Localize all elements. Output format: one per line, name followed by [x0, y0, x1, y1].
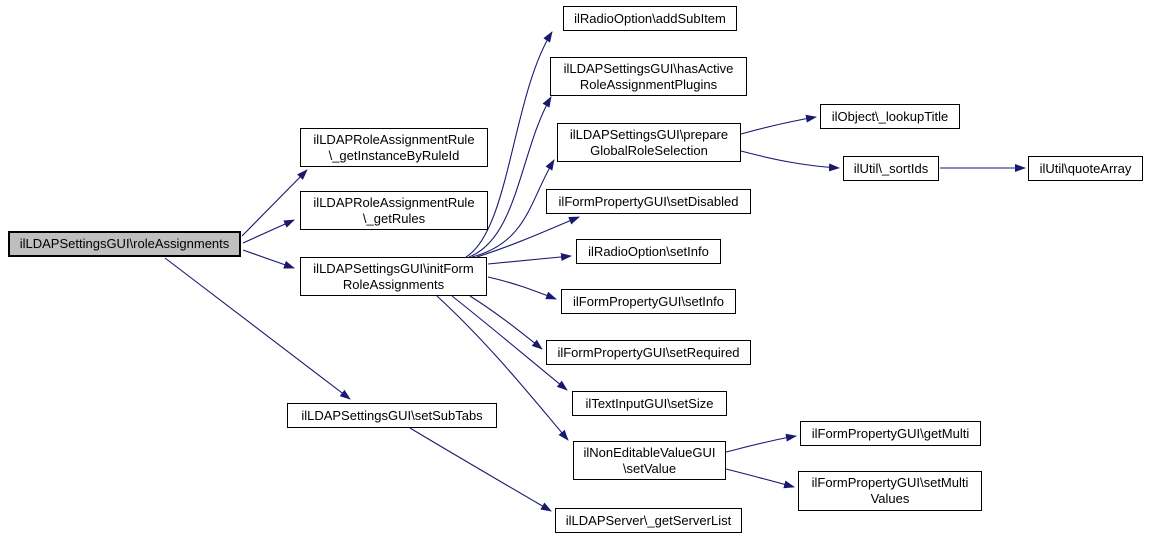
edge-initFormRoleAssignments-to-formSetInfo	[487, 276, 557, 300]
node-sortIds[interactable]: ilUtil\_sortIds	[843, 156, 939, 181]
node-setSize[interactable]: ilTextInputGUI\setSize	[572, 391, 727, 416]
edge-prepareGlobalRoleSelection-to-sortIds	[740, 150, 840, 172]
edge-initFormRoleAssignments-to-radioSetInfo	[487, 252, 572, 265]
node-setRequired[interactable]: ilFormPropertyGUI\setRequired	[546, 340, 751, 365]
edge-roleAssignments-to-getRules	[242, 219, 295, 244]
edge-initFormRoleAssignments-to-addSubItem	[465, 31, 553, 258]
node-setMultiValues[interactable]: ilFormPropertyGUI\setMulti Values	[798, 471, 982, 511]
node-addSubItem[interactable]: ilRadioOption\addSubItem	[563, 6, 737, 31]
node-roleAssignments: ilLDAPSettingsGUI\roleAssignments	[8, 231, 241, 257]
node-radioSetInfo[interactable]: ilRadioOption\setInfo	[576, 239, 721, 264]
node-getServerList[interactable]: ilLDAPServer\_getServerList	[555, 508, 742, 533]
edge-prepareGlobalRoleSelection-to-lookupTitle	[740, 114, 817, 135]
node-getInstanceByRuleId[interactable]: ilLDAPRoleAssignmentRule \_getInstanceBy…	[300, 128, 488, 167]
edge-roleAssignments-to-initFormRoleAssignments	[242, 249, 295, 269]
node-setSubTabs[interactable]: ilLDAPSettingsGUI\setSubTabs	[287, 403, 497, 428]
edge-initFormRoleAssignments-to-setValue	[436, 295, 569, 441]
node-lookupTitle[interactable]: ilObject\_lookupTitle	[820, 104, 960, 129]
edge-setSubTabs-to-getServerList	[409, 427, 552, 512]
node-formSetInfo[interactable]: ilFormPropertyGUI\setInfo	[561, 289, 736, 314]
node-setValue[interactable]: ilNonEditableValueGUI \setValue	[573, 441, 726, 480]
edge-initFormRoleAssignments-to-setRequired	[469, 295, 543, 350]
node-quoteArray[interactable]: ilUtil\quoteArray	[1028, 156, 1143, 181]
edge-initFormRoleAssignments-to-hasActiveRoleAssignmentPlugins	[468, 96, 552, 258]
edge-setValue-to-getMulti	[725, 433, 797, 453]
edge-initFormRoleAssignments-to-setSize	[451, 295, 568, 391]
edge-setValue-to-setMultiValues	[725, 468, 795, 489]
edge-roleAssignments-to-setSubTabs	[164, 257, 351, 400]
node-initFormRoleAssignments[interactable]: ilLDAPSettingsGUI\initForm RoleAssignmen…	[300, 257, 487, 296]
edge-initFormRoleAssignments-to-prepareGlobalRoleSelection	[471, 159, 555, 258]
node-setDisabled[interactable]: ilFormPropertyGUI\setDisabled	[546, 189, 751, 214]
node-getRules[interactable]: ilLDAPRoleAssignmentRule \_getRules	[300, 191, 488, 230]
edge-roleAssignments-to-getInstanceByRuleId	[241, 169, 308, 237]
node-getMulti[interactable]: ilFormPropertyGUI\getMulti	[800, 421, 981, 446]
node-prepareGlobalRoleSelection[interactable]: ilLDAPSettingsGUI\prepare GlobalRoleSele…	[557, 123, 741, 162]
edge-initFormRoleAssignments-to-setDisabled	[476, 216, 580, 258]
node-hasActiveRoleAssignmentPlugins[interactable]: ilLDAPSettingsGUI\hasActive RoleAssignme…	[550, 57, 747, 96]
